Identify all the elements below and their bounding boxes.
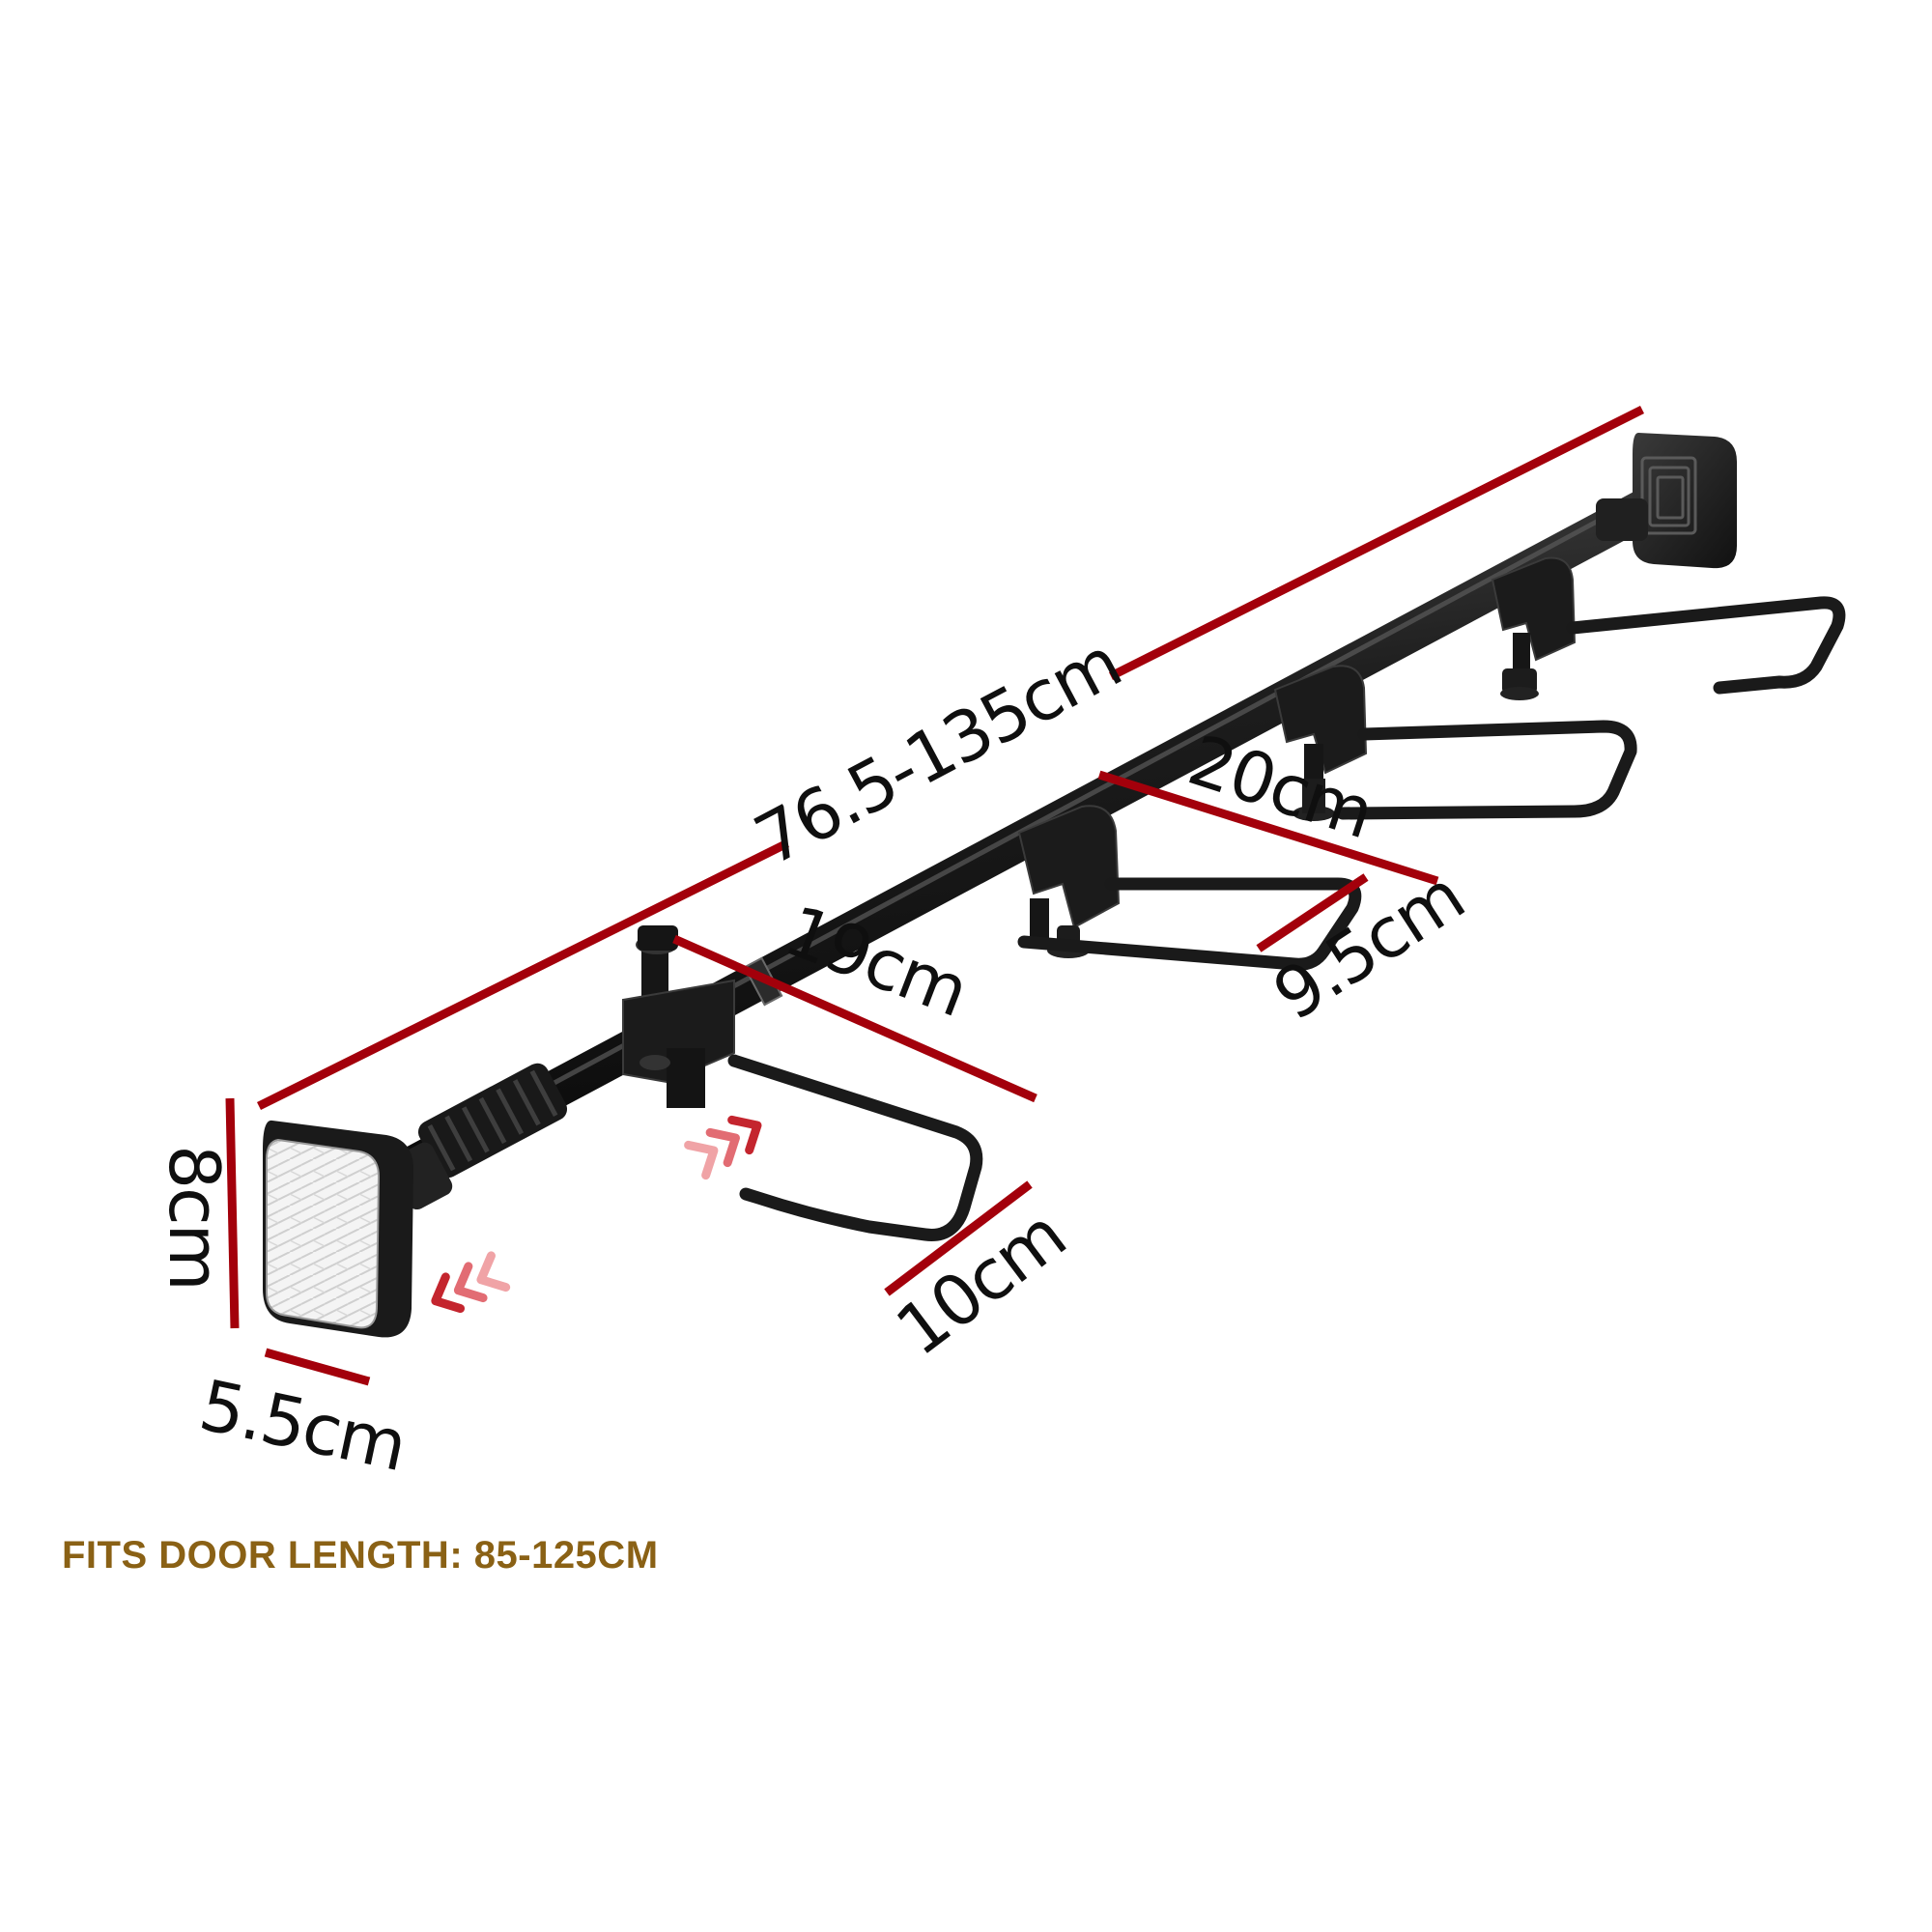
door-fit-caption: FITS DOOR LENGTH: 85-125CM bbox=[62, 1534, 659, 1577]
left-end-cap bbox=[263, 1120, 413, 1338]
hook-spacing-top-line bbox=[1097, 770, 1439, 886]
clamp-4 bbox=[1491, 556, 1577, 700]
clamp-3 bbox=[1273, 665, 1368, 821]
clamp-2 bbox=[1017, 805, 1121, 958]
clamp-1 bbox=[622, 925, 735, 1108]
hook-width-line bbox=[1256, 873, 1369, 952]
overall-length-line-upper bbox=[1108, 405, 1645, 681]
cap-height-label: 8cm bbox=[154, 1145, 235, 1290]
cap-width-line bbox=[264, 1348, 371, 1386]
grip-sleeve bbox=[417, 1063, 568, 1179]
dimension-labels: 76.5-135cm 20cm 19cm 9.5cm 10cm 8cm 5.5c… bbox=[154, 622, 1477, 1487]
cap-height-line bbox=[225, 1097, 240, 1329]
right-end-cap bbox=[1596, 433, 1737, 569]
cap-width-label: 5.5cm bbox=[193, 1364, 412, 1487]
hook-4 bbox=[1566, 596, 1846, 695]
extend-arrow-icon bbox=[431, 1251, 511, 1314]
slide-arrow-icon bbox=[684, 1115, 762, 1180]
hook-depth-line bbox=[884, 1180, 1033, 1296]
hook-spacing-bottom-line bbox=[672, 934, 1037, 1103]
hook-1 bbox=[727, 1054, 983, 1241]
hook-3 bbox=[1336, 720, 1637, 820]
overall-length-line-lower bbox=[256, 838, 790, 1111]
tension-rod bbox=[388, 490, 1662, 1210]
dimension-lines bbox=[225, 405, 1645, 1386]
